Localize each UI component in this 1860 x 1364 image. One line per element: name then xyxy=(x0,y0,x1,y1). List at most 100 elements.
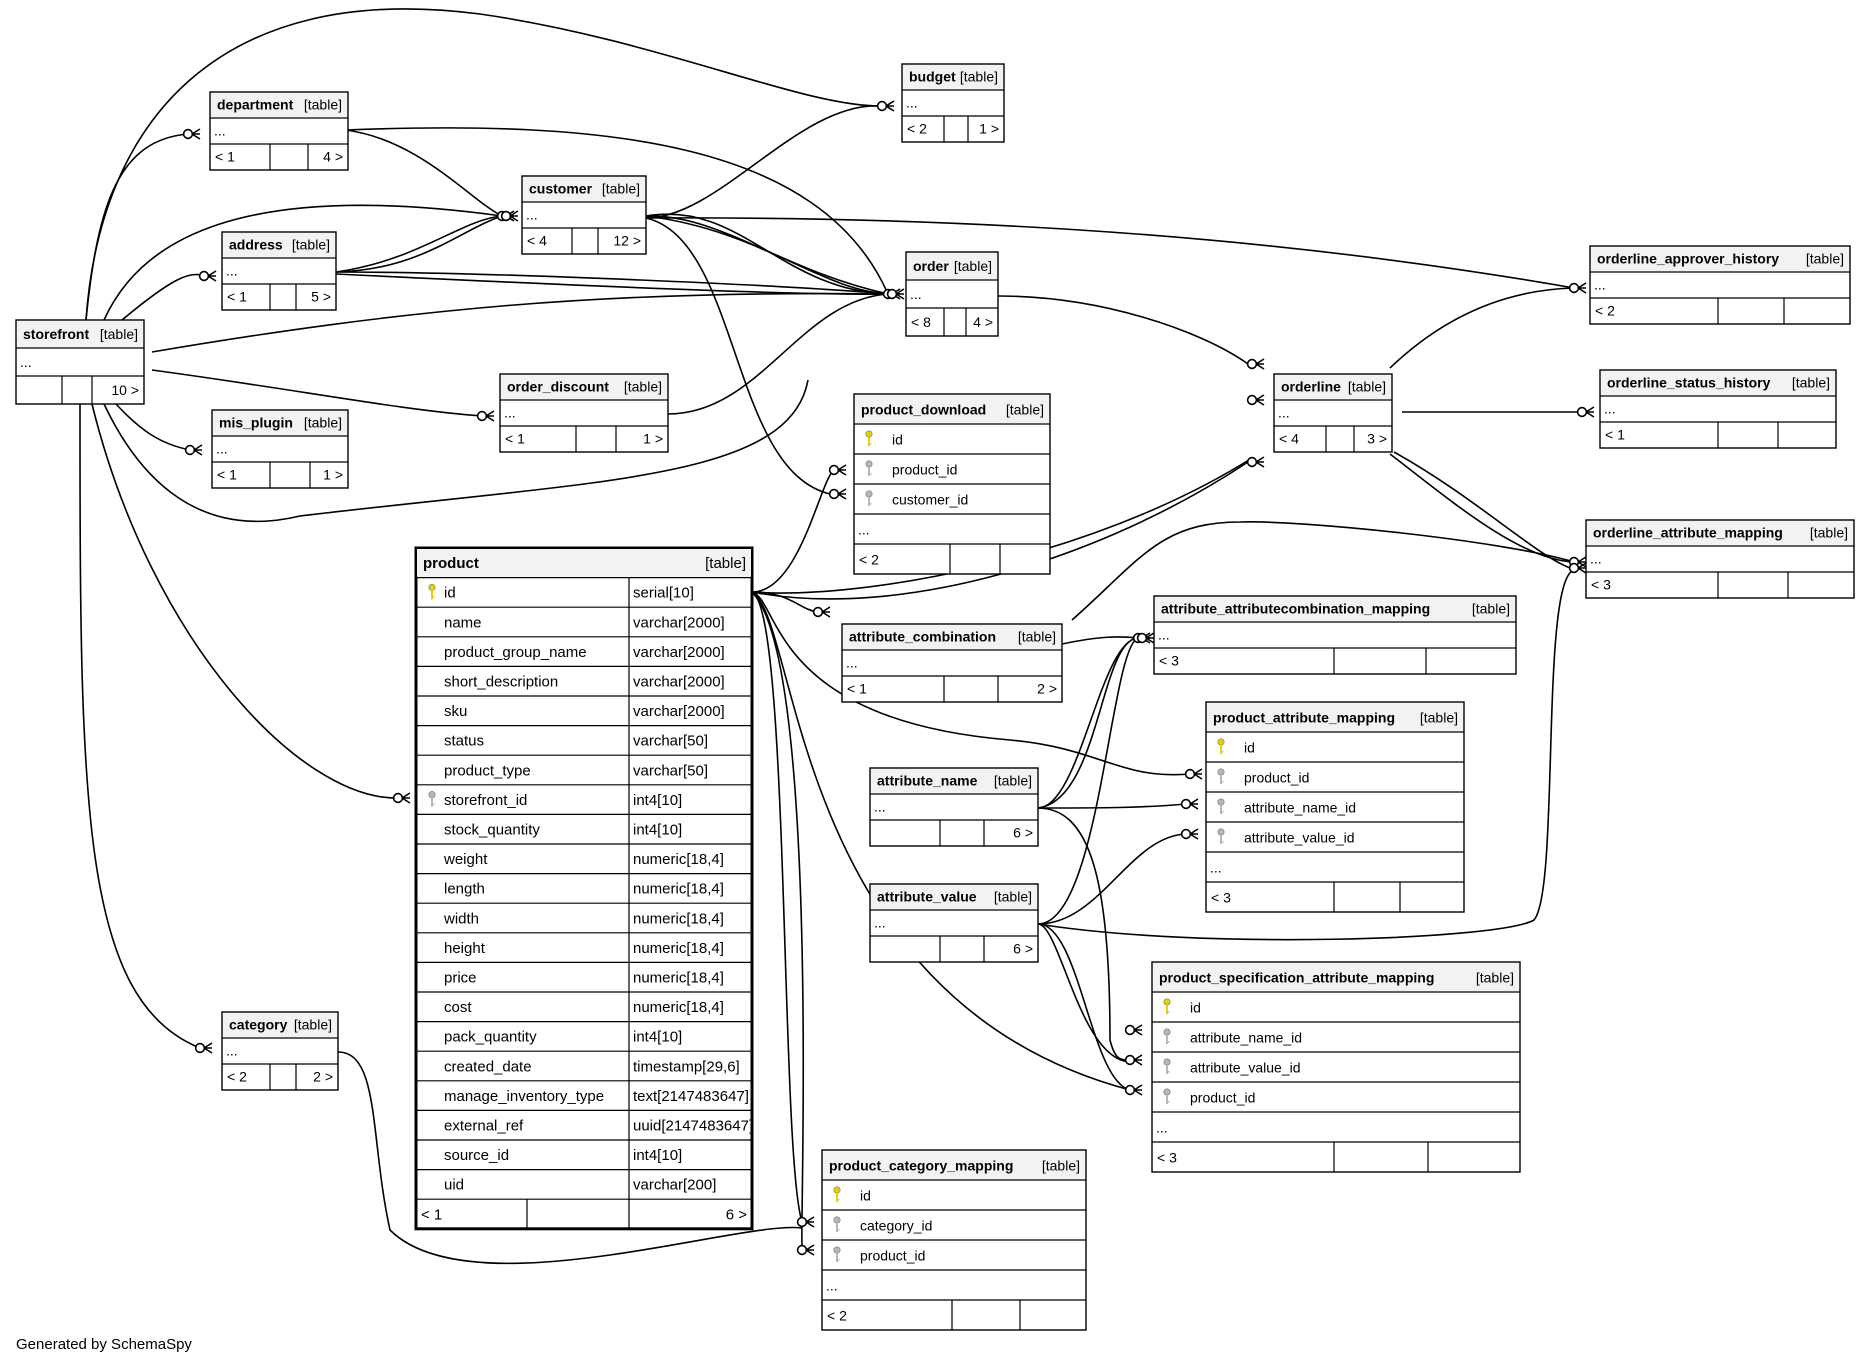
children-count: 1 > xyxy=(323,467,343,483)
crows-foot-marker xyxy=(485,410,495,422)
relationship-line xyxy=(337,1051,803,1265)
table-type-tag: [table] xyxy=(994,773,1032,789)
table-name: order xyxy=(913,258,949,274)
table-orderline-attribute-mapping: orderline_attribute_mapping[table]...< 3 xyxy=(1585,519,1855,599)
column-type: numeric[18,4] xyxy=(633,851,724,868)
table-type-tag: [table] xyxy=(292,237,330,253)
table-type-tag: [table] xyxy=(100,326,138,342)
table-product-specification-attribute-mapping: product_specification_attribute_mapping[… xyxy=(1151,961,1521,1173)
column-name: id xyxy=(444,585,456,602)
table-rows-ellipsis: ... xyxy=(910,286,922,302)
column-type: varchar[50] xyxy=(633,733,708,750)
column-name: short_description xyxy=(444,674,558,691)
column-type: numeric[18,4] xyxy=(633,940,724,957)
primary-key-icon xyxy=(1217,738,1225,754)
table-name: orderline_approver_history xyxy=(1597,251,1779,267)
relationship-line xyxy=(751,591,803,1223)
table-name: address xyxy=(229,237,283,253)
crows-foot-marker xyxy=(1255,456,1265,468)
optional-end-marker xyxy=(1576,406,1588,418)
column-name: id xyxy=(892,431,903,447)
foreign-key-icon xyxy=(865,460,873,476)
parents-count: < 2 xyxy=(1595,303,1615,319)
optional-end-marker xyxy=(182,128,194,140)
crows-foot-marker xyxy=(805,1216,815,1228)
primary-key-icon xyxy=(1163,998,1171,1014)
column-name: customer_id xyxy=(892,491,968,507)
foreign-key-icon xyxy=(1163,1088,1171,1104)
column-name: attribute_name_id xyxy=(1190,1029,1302,1045)
table-product-attribute-mapping: product_attribute_mapping[table]idproduc… xyxy=(1205,701,1465,913)
column-name: weight xyxy=(443,851,488,868)
column-type: serial[10] xyxy=(633,585,694,602)
table-type-tag: [table] xyxy=(1806,251,1844,267)
table-rows-ellipsis: ... xyxy=(20,354,32,370)
column-name: attribute_name_id xyxy=(1244,799,1356,815)
crows-foot-marker xyxy=(1577,282,1587,294)
optional-end-marker xyxy=(500,210,512,222)
table-type-tag: [table] xyxy=(1348,379,1386,395)
column-name: stock_quantity xyxy=(444,822,540,839)
optional-end-marker xyxy=(1180,798,1192,810)
table-type-tag: [table] xyxy=(954,258,992,274)
table-name: orderline_status_history xyxy=(1607,375,1771,391)
optional-end-marker xyxy=(1568,562,1580,574)
parents-count: < 4 xyxy=(527,233,547,249)
column-type: text[2147483647] xyxy=(633,1088,749,1105)
column-name: source_id xyxy=(444,1147,509,1164)
optional-end-marker xyxy=(1136,632,1148,644)
relationship-line xyxy=(1037,923,1131,1091)
relationship-line xyxy=(1037,569,1575,941)
column-name: price xyxy=(444,970,477,987)
children-count: 6 > xyxy=(726,1206,748,1223)
optional-end-marker xyxy=(1184,768,1196,780)
relationship-line xyxy=(79,403,201,1049)
table-rows-ellipsis: ... xyxy=(216,441,228,457)
relationship-line xyxy=(151,369,483,417)
column-name: manage_inventory_type xyxy=(444,1088,604,1105)
crows-foot-marker xyxy=(821,606,831,618)
table-name: product_attribute_mapping xyxy=(1213,709,1395,725)
relationship-line xyxy=(1037,807,1131,1061)
children-count: 10 > xyxy=(111,382,139,398)
relationship-line xyxy=(1393,451,1577,571)
relationship-line xyxy=(751,469,835,593)
crows-foot-marker xyxy=(885,100,895,112)
children-count: 12 > xyxy=(613,233,641,249)
column-name: created_date xyxy=(444,1058,532,1075)
table-type-tag: [table] xyxy=(304,97,342,113)
optional-end-marker xyxy=(184,444,196,456)
column-name: id xyxy=(1190,999,1201,1015)
column-name: height xyxy=(444,940,486,957)
column-type: varchar[200] xyxy=(633,1177,716,1194)
children-count: 4 > xyxy=(973,314,993,330)
relationship-line xyxy=(997,295,1249,365)
relationship-line xyxy=(335,215,503,273)
crows-foot-marker xyxy=(193,444,203,456)
table-name: attribute_combination xyxy=(849,629,996,645)
column-name: external_ref xyxy=(444,1118,524,1135)
column-type: int4[10] xyxy=(633,792,682,809)
crows-foot-marker xyxy=(509,210,519,222)
children-count: 1 > xyxy=(643,431,663,447)
crows-foot-marker xyxy=(401,792,411,804)
relationship-line xyxy=(1037,803,1187,809)
foreign-key-icon xyxy=(1217,768,1225,784)
crows-foot-marker xyxy=(1577,556,1587,568)
optional-end-marker xyxy=(876,100,888,112)
parents-count: < 3 xyxy=(1159,653,1179,669)
column-name: name xyxy=(444,614,482,631)
table-name: budget xyxy=(909,69,956,85)
foreign-key-icon xyxy=(428,791,436,807)
crows-foot-marker xyxy=(1145,632,1155,644)
relationship-line xyxy=(345,127,889,295)
table-product-category-mapping: product_category_mapping[table]idcategor… xyxy=(821,1149,1087,1331)
column-name: product_id xyxy=(860,1247,925,1263)
crows-foot-marker xyxy=(1133,1054,1143,1066)
relationship-line xyxy=(151,292,889,353)
relationship-line xyxy=(335,273,889,295)
